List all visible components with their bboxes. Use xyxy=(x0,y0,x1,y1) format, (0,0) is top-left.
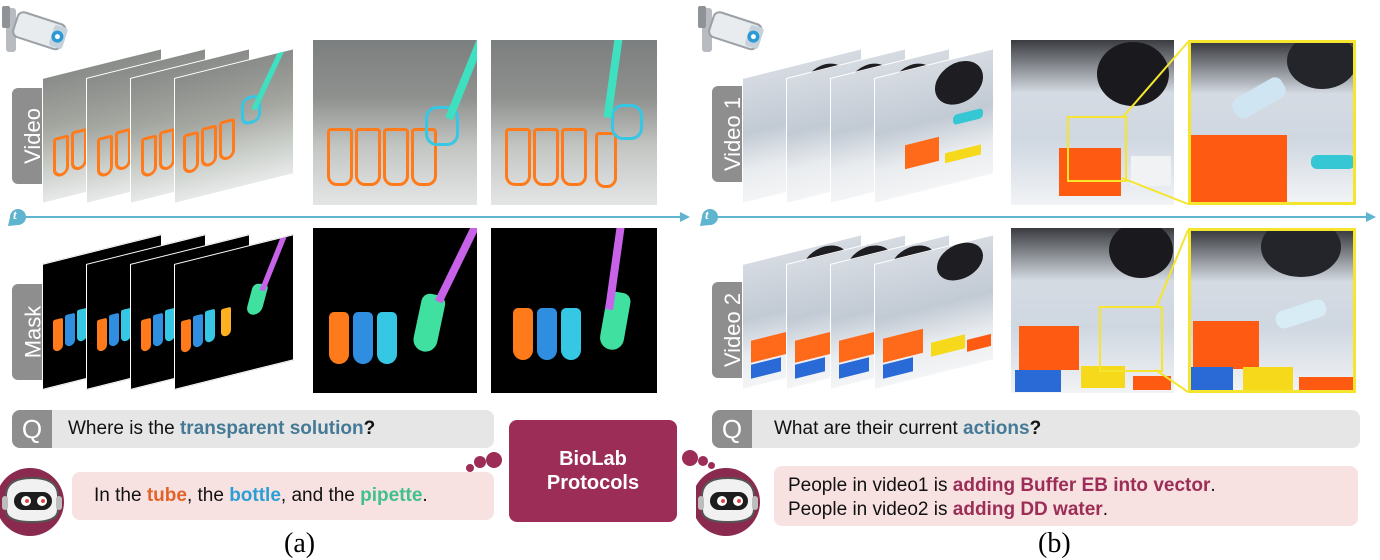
highlight-pipette: pipette xyxy=(360,485,423,506)
biolab-title: BioLab xyxy=(559,448,627,470)
answer-line-1: People in video1 is adding Buffer EB int… xyxy=(788,475,1216,496)
answer-line-2: People in video2 is adding DD water. xyxy=(788,499,1108,520)
video1-frame-large xyxy=(1011,40,1174,205)
caption-a: (a) xyxy=(284,528,316,559)
security-camera-icon xyxy=(0,4,76,66)
highlight-bottle: bottle xyxy=(229,485,281,506)
question-text: Where is the transparent solution? xyxy=(68,418,376,439)
question-marker: Q xyxy=(712,410,752,448)
zoom-box xyxy=(1067,116,1127,182)
answer-text-left: In the tube, the bottle, and the pipette… xyxy=(94,485,428,506)
answer-text-right: People in video1 is adding Buffer EB int… xyxy=(788,474,1216,522)
biolab-protocols-box: BioLab Protocols xyxy=(509,420,677,522)
video2-zoom-frame xyxy=(1188,228,1356,393)
protocols-title: Protocols xyxy=(546,472,640,494)
answer-bar-right: People in video1 is adding Buffer EB int… xyxy=(774,466,1358,526)
highlight-transparent-solution: transparent solution xyxy=(179,418,364,439)
video-frame-large xyxy=(491,40,657,205)
video1-zoom-frame xyxy=(1188,40,1356,205)
highlight-actions: actions xyxy=(963,418,1030,439)
question-bar-right: Q What are their current actions? xyxy=(712,410,1360,448)
highlight-tube: tube xyxy=(146,485,187,506)
mask-frame-large xyxy=(491,228,657,393)
zoom-connector xyxy=(1155,229,1189,393)
robot-assistant-icon xyxy=(692,462,772,540)
zoom-connector xyxy=(1121,41,1189,205)
timeline-symbol: t xyxy=(705,207,709,222)
mask-frame-large xyxy=(313,228,477,393)
highlight-adding-dd-water: adding DD water xyxy=(952,499,1103,520)
video-frame-large xyxy=(313,40,477,205)
caption-b: (b) xyxy=(1038,528,1071,559)
timeline-symbol: t xyxy=(13,207,17,222)
robot-assistant-icon xyxy=(0,462,76,540)
answer-bar-left: In the tube, the bottle, and the pipette… xyxy=(72,472,494,520)
highlight-adding-buffer: adding Buffer EB into vector xyxy=(952,475,1211,496)
video2-frame-large xyxy=(1011,228,1174,393)
question-text: What are their current actions? xyxy=(774,418,1042,439)
question-marker: Q xyxy=(12,410,52,448)
security-camera-icon xyxy=(696,4,772,66)
zoom-box xyxy=(1099,306,1163,372)
question-bar-left: Q Where is the transparent solution? xyxy=(12,410,494,448)
